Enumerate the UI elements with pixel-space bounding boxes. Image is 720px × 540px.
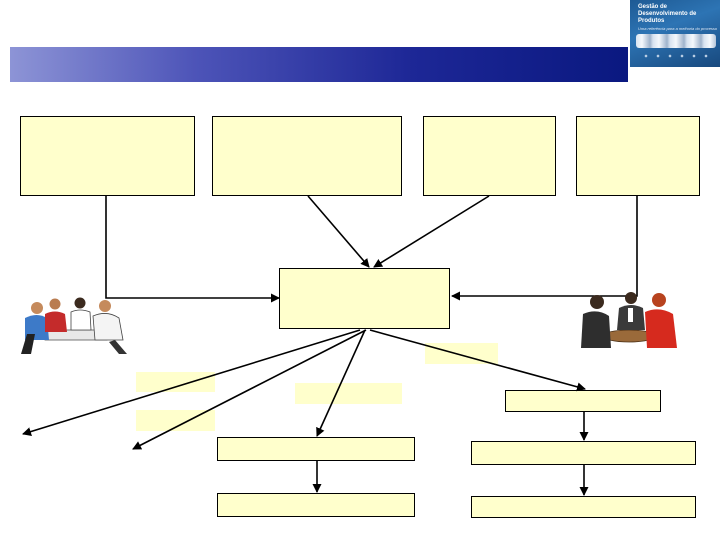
arrow-label-4 <box>425 343 498 364</box>
arrow-label-3 <box>295 383 402 404</box>
book-logo: Gestão de Desenvolvimento de Produtos Um… <box>630 0 720 67</box>
arrow-label-2 <box>136 410 215 431</box>
connector-center-out-left <box>132 329 367 450</box>
connector-box3-to-center <box>373 195 490 268</box>
team-meeting-illustration-right <box>581 292 677 348</box>
title-banner <box>10 47 628 82</box>
output-box-right-2 <box>471 441 696 465</box>
logo-dots-graphic <box>640 54 712 58</box>
input-box-1 <box>20 116 195 196</box>
logo-title-line2: Desenvolvimento de Produtos <box>638 11 697 24</box>
connector-center-out-far-left <box>22 329 361 436</box>
connector-box4-to-center <box>451 196 638 301</box>
logo-title-line1: Gestão de <box>638 4 668 10</box>
connector-box1-to-center <box>105 196 280 303</box>
team-meeting-illustration-left <box>21 297 127 354</box>
central-process-box <box>279 268 450 329</box>
output-box-mid-1 <box>217 437 415 461</box>
output-box-right-3 <box>471 496 696 518</box>
connector-center-out-right <box>369 329 586 392</box>
connector-center-out-mid <box>316 329 366 437</box>
input-box-3 <box>423 116 556 196</box>
arrow-label-1 <box>136 372 215 392</box>
logo-subtitle: Uma referência para a melhoria do proces… <box>638 26 718 31</box>
input-box-4 <box>576 116 700 196</box>
logo-rollers-graphic <box>636 34 716 48</box>
output-box-mid-2 <box>217 493 415 517</box>
input-box-2 <box>212 116 402 196</box>
connector-box2-to-center <box>307 195 370 268</box>
